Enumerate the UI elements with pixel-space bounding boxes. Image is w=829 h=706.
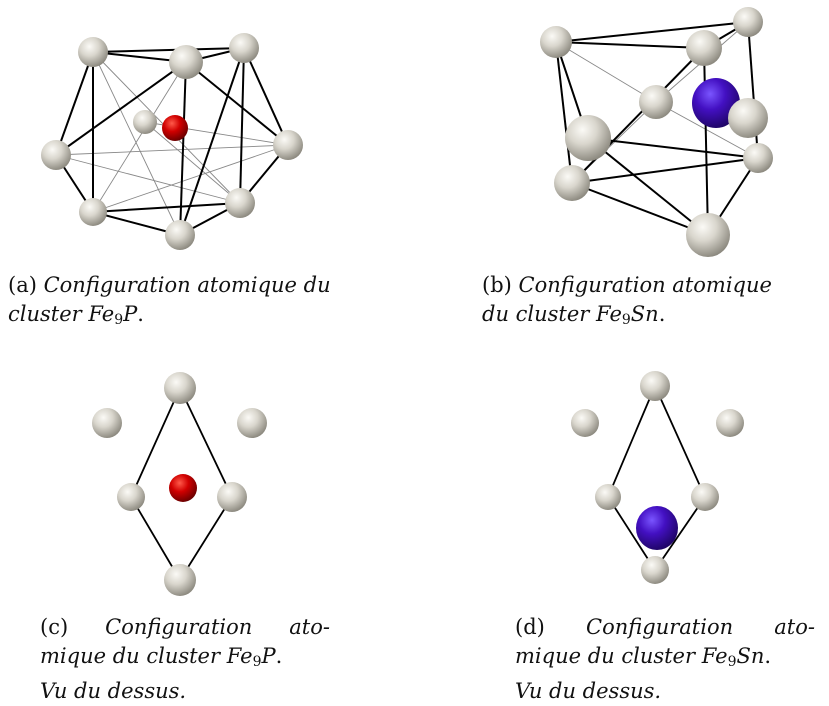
caption-d: (d) Configuration ato- mique du cluster …	[515, 615, 815, 703]
caption-c: (c) Configuration ato- mique du cluster …	[40, 615, 330, 703]
fe-atom	[716, 409, 744, 437]
figure-panel-d	[571, 371, 744, 584]
fe-atom	[571, 409, 599, 437]
fe-atom	[133, 110, 157, 134]
fe-atom	[686, 30, 722, 66]
caption-text: cluster	[8, 302, 82, 326]
fe-atom	[691, 483, 719, 511]
caption-text: ato-	[289, 615, 330, 639]
p-impurity-atom	[169, 474, 197, 502]
sn-impurity-atom	[636, 506, 678, 550]
fe-atom	[79, 198, 107, 226]
caption-text: Configuration	[105, 615, 253, 639]
fe-atom	[728, 98, 768, 138]
fe-atom	[641, 556, 669, 584]
caption-text: Configuration	[586, 615, 734, 639]
fe-atom	[169, 45, 203, 79]
fe-atom	[639, 85, 673, 119]
fe-atom	[273, 130, 303, 160]
fe-atom	[117, 483, 145, 511]
bond-line	[92, 51, 181, 236]
fe-atom	[554, 165, 590, 201]
caption-a: (a) Configuration atomique du cluster Fe…	[8, 273, 331, 328]
sn-impurity-atom	[692, 78, 740, 128]
fe-atom	[565, 115, 611, 161]
fe-atom	[92, 408, 122, 438]
fe-atom	[41, 140, 71, 170]
fe-atom	[640, 371, 670, 401]
caption-text: Configuration atomique du	[43, 273, 331, 297]
fe-atom	[743, 143, 773, 173]
fe-atom	[164, 564, 196, 596]
figure-panel-b	[0, 0, 829, 270]
p-impurity-atom	[162, 115, 188, 141]
cluster-fe9sn-top-view	[571, 371, 744, 584]
caption-text: Configuration atomique	[518, 273, 772, 297]
fe-atom	[686, 213, 730, 257]
chemical-formula: Fe9Sn	[596, 302, 659, 328]
caption-text: mique du cluster	[40, 644, 221, 668]
chemical-formula: Fe9P	[226, 644, 276, 670]
caption-text: Vu du dessus.	[515, 679, 662, 703]
fe-atom	[733, 7, 763, 37]
fe-atom	[165, 220, 195, 250]
caption-text: ato-	[774, 615, 815, 639]
chemical-formula: Fe9P	[88, 302, 138, 328]
caption-text: du cluster	[482, 302, 590, 326]
fe-atom	[237, 408, 267, 438]
caption-text: mique du cluster	[515, 644, 696, 668]
chemical-formula: Fe9Sn	[701, 644, 765, 670]
fe-atom	[217, 482, 247, 512]
caption-label: (d)	[515, 615, 545, 639]
cluster-fe9sn-3d-render	[540, 7, 773, 257]
figure-panel-a	[0, 0, 330, 260]
caption-text: Vu du dessus.	[40, 679, 187, 703]
figure-panel-c	[0, 0, 330, 610]
fe-atom	[164, 372, 196, 404]
caption-label: (c)	[40, 615, 69, 639]
fe-atom	[540, 26, 572, 58]
fe-atom	[78, 37, 108, 67]
caption-b: (b) Configuration atomique du cluster Fe…	[482, 273, 772, 328]
caption-label: (a)	[8, 273, 37, 297]
cluster-fe9p-3d-render	[41, 33, 303, 250]
cluster-fe9p-top-view	[92, 372, 267, 596]
caption-label: (b)	[482, 273, 512, 297]
fe-atom	[229, 33, 259, 63]
fe-atom	[595, 484, 621, 510]
fe-atom	[225, 188, 255, 218]
